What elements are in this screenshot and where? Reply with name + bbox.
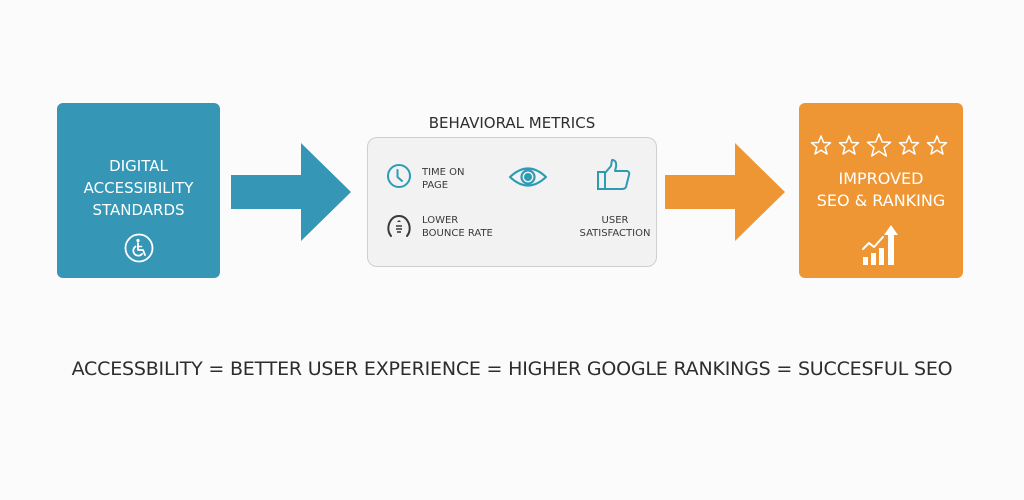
star-icon — [838, 135, 860, 155]
behavioral-metrics-panel: TIME ON PAGE LOWER BOUNCE RATE USER SATI… — [367, 137, 657, 267]
star-icon — [866, 133, 892, 157]
arrow-to-metrics — [231, 143, 351, 241]
arrow-shape — [665, 143, 785, 241]
title-line: IMPROVED — [838, 169, 924, 188]
title-line: ACCESSIBILITY — [83, 179, 194, 197]
star-icon — [898, 135, 920, 155]
bounce-icon — [387, 214, 411, 237]
title-line: SEO & RANKING — [816, 191, 946, 210]
user-satisfaction-label: USER SATISFACTION — [570, 214, 660, 240]
eye-icon — [508, 167, 548, 187]
label-line: TIME ON — [422, 167, 465, 178]
arrow-shape — [231, 143, 351, 241]
lower-bounce-rate-label: LOWER BOUNCE RATE — [422, 214, 493, 240]
time-on-page-label: TIME ON PAGE — [422, 166, 465, 192]
wheelchair-icon — [124, 233, 154, 263]
clock-icon — [387, 164, 411, 188]
label-line: SATISFACTION — [579, 228, 651, 239]
title-line: DIGITAL — [109, 157, 168, 175]
label-line: BOUNCE RATE — [422, 228, 493, 239]
thumbs-up-icon — [597, 159, 631, 190]
label-line: PAGE — [422, 180, 449, 191]
growth-chart-icon — [862, 225, 898, 265]
arrow-to-seo — [665, 143, 785, 241]
improved-seo-box: IMPROVED SEO & RANKING — [799, 103, 963, 278]
improved-seo-title: IMPROVED SEO & RANKING — [799, 168, 963, 212]
behavioral-metrics-heading: BEHAVIORAL METRICS — [428, 114, 596, 132]
accessibility-standards-box: DIGITAL ACCESSIBILITY STANDARDS — [57, 103, 220, 278]
star-icon — [810, 135, 832, 155]
seo-equation: ACCESSBILITY = BETTER USER EXPERIENCE = … — [71, 358, 953, 380]
star-icon — [926, 135, 948, 155]
label-line: USER — [601, 215, 629, 226]
accessibility-standards-title: DIGITAL ACCESSIBILITY STANDARDS — [57, 155, 220, 221]
label-line: LOWER — [422, 215, 459, 226]
five-stars-icon — [810, 133, 948, 157]
title-line: STANDARDS — [92, 201, 185, 219]
